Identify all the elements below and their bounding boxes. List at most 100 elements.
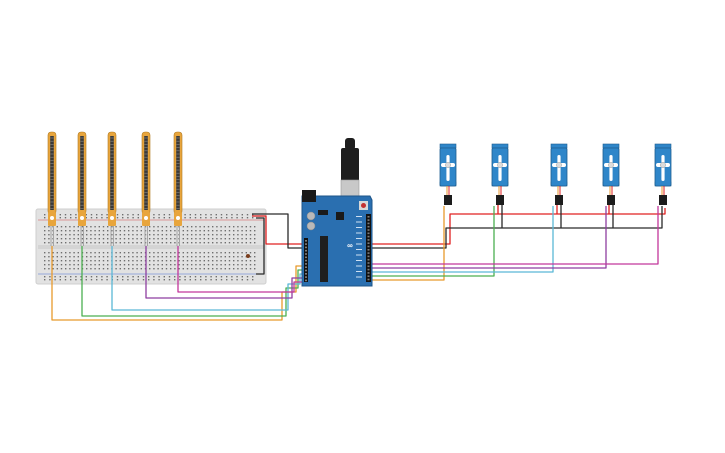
breadboard-hole xyxy=(199,230,201,232)
breadboard-hole xyxy=(90,276,93,278)
breadboard-hole xyxy=(158,217,160,219)
wire-magenta[interactable] xyxy=(372,206,659,265)
breadboard-hole xyxy=(115,260,117,262)
micro-servo-icon[interactable] xyxy=(654,143,672,205)
breadboard-hole xyxy=(212,238,214,240)
breadboard-hole xyxy=(65,256,67,258)
wire-green[interactable] xyxy=(81,246,304,317)
breadboard-hole xyxy=(122,276,124,278)
breadboard-hole xyxy=(56,242,58,244)
breadboard-hole xyxy=(249,230,252,232)
breadboard-hole xyxy=(212,260,214,262)
breadboard-hole xyxy=(106,279,108,281)
breadboard-hole xyxy=(170,226,172,228)
flex-sensor-icon[interactable] xyxy=(77,131,87,246)
breadboard-hole xyxy=(153,252,155,254)
breadboard-hole xyxy=(174,256,176,258)
usb-plug xyxy=(341,148,359,182)
breadboard-hole xyxy=(184,214,186,216)
usb-cable[interactable] xyxy=(345,138,355,150)
wire-red[interactable] xyxy=(372,208,666,245)
wire-green[interactable] xyxy=(372,206,495,277)
servo-horn[interactable] xyxy=(609,155,613,181)
breadboard-hole xyxy=(65,230,67,232)
servo-horn[interactable] xyxy=(557,155,561,181)
breadboard-hole xyxy=(254,268,256,270)
breadboard-hole xyxy=(48,264,50,266)
wire-cyan[interactable] xyxy=(372,206,554,273)
capacitor xyxy=(306,211,316,221)
breadboard-hole xyxy=(233,226,235,228)
breadboard-hole xyxy=(191,260,193,262)
breadboard-hole xyxy=(199,234,201,236)
breadboard-hole xyxy=(220,256,222,258)
flex-sensor-icon[interactable] xyxy=(141,131,151,246)
breadboard-hole xyxy=(228,226,231,228)
breadboard-hole xyxy=(252,217,254,219)
servo-horn[interactable] xyxy=(661,155,665,181)
wire-cyan[interactable] xyxy=(111,246,304,311)
breadboard-hole xyxy=(170,242,172,244)
micro-servo-icon[interactable] xyxy=(491,143,509,205)
wire-black[interactable] xyxy=(300,206,663,249)
breadboard-hole xyxy=(81,230,84,232)
breadboard-hole xyxy=(123,256,126,258)
breadboard-hole xyxy=(52,264,54,266)
breadboard-hole xyxy=(132,234,134,236)
breadboard-hole xyxy=(73,252,75,254)
wire-purple[interactable] xyxy=(372,206,607,269)
breadboard-hole xyxy=(77,264,79,266)
servo-shaft xyxy=(445,162,451,168)
wire-magenta[interactable] xyxy=(177,246,304,293)
breadboard-hole xyxy=(123,242,126,244)
breadboard-hole xyxy=(195,230,197,232)
breadboard-hole xyxy=(249,264,252,266)
micro-servo-icon[interactable] xyxy=(439,143,457,205)
breadboard-hole xyxy=(98,264,100,266)
breadboard-hole xyxy=(56,268,58,270)
breadboard-hole xyxy=(102,230,105,232)
header-pin xyxy=(367,275,370,277)
servo-horn[interactable] xyxy=(446,155,450,181)
breadboard-hole xyxy=(199,264,201,266)
breadboard-hole xyxy=(220,217,223,219)
wire-purple[interactable] xyxy=(145,246,304,299)
breadboard-hole xyxy=(245,242,247,244)
breadboard-hole xyxy=(220,238,222,240)
breadboard-hole xyxy=(174,276,176,278)
breadboard-hole xyxy=(49,279,51,281)
breadboard[interactable] xyxy=(35,208,267,285)
breadboard-hole xyxy=(56,238,58,240)
breadboard-hole xyxy=(170,238,172,240)
arduino-uno-icon[interactable]: ∞ xyxy=(301,138,373,287)
breadboard-hole xyxy=(107,252,109,254)
wire-orange[interactable] xyxy=(372,206,445,281)
servo-horn[interactable] xyxy=(498,155,502,181)
breadboard-hole xyxy=(179,276,181,278)
breadboard-hole xyxy=(245,264,247,266)
breadboard-hole xyxy=(189,214,191,216)
breadboard-hole xyxy=(111,238,113,240)
breadboard-hole xyxy=(163,217,165,219)
wire-black[interactable] xyxy=(256,217,265,275)
breadboard-hole xyxy=(157,252,159,254)
micro-servo-icon[interactable] xyxy=(602,143,620,205)
breadboard-hole xyxy=(205,217,207,219)
breadboard-hole xyxy=(179,279,181,281)
flex-sensor-icon[interactable] xyxy=(107,131,117,246)
breadboard-hole xyxy=(241,268,243,270)
breadboard-hole xyxy=(174,268,176,270)
breadboard-hole xyxy=(195,260,197,262)
silkscreen-mark xyxy=(356,232,362,234)
breadboard-hole xyxy=(165,226,168,228)
breadboard-hole xyxy=(210,276,212,278)
flex-sensor-icon[interactable] xyxy=(173,131,183,246)
breadboard-hole xyxy=(65,264,67,266)
capacitor xyxy=(306,221,316,231)
breadboard-hole xyxy=(199,268,201,270)
wire-black[interactable] xyxy=(252,213,300,249)
micro-servo-icon[interactable] xyxy=(550,143,568,205)
flex-sensor-icon[interactable] xyxy=(47,131,57,246)
breadboard-hole xyxy=(70,214,72,216)
